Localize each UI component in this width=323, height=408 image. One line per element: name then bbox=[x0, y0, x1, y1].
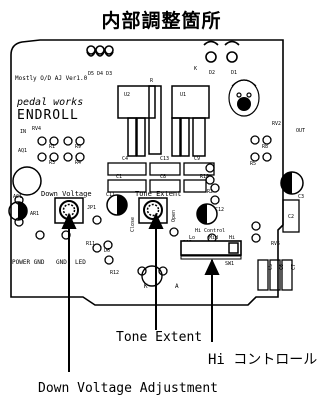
svg-text:U1: U1 bbox=[180, 92, 186, 98]
callout-arrows bbox=[61, 212, 220, 372]
label-in: IN bbox=[20, 129, 26, 135]
label-open: Open bbox=[171, 210, 177, 222]
svg-text:AR1: AR1 bbox=[30, 211, 39, 217]
svg-text:JP1: JP1 bbox=[87, 205, 96, 211]
c12-fill bbox=[197, 204, 207, 224]
label-k: K bbox=[144, 283, 148, 290]
svg-text:R3: R3 bbox=[49, 160, 55, 166]
svg-text:SW1: SW1 bbox=[225, 261, 234, 267]
svg-text:AQ1: AQ1 bbox=[18, 148, 27, 154]
svg-text:RV2: RV2 bbox=[272, 121, 281, 127]
svg-text:AC1: AC1 bbox=[13, 194, 22, 200]
svg-text:C13: C13 bbox=[160, 156, 169, 162]
refdes-d2: D2 bbox=[209, 70, 215, 76]
refdes-d1: D1 bbox=[231, 70, 237, 76]
svg-text:R2: R2 bbox=[207, 189, 213, 195]
ic-packages bbox=[117, 85, 210, 157]
svg-text:D6: D6 bbox=[104, 248, 110, 254]
label-led: LED bbox=[75, 259, 86, 266]
label-tone-extent: Tone Extent bbox=[135, 190, 181, 198]
label-close: Close bbox=[130, 217, 136, 232]
svg-text:R1: R1 bbox=[49, 144, 55, 150]
svg-text:C9: C9 bbox=[194, 156, 200, 162]
refdes-d5: D5 D4 D3 bbox=[88, 71, 112, 77]
svg-text:R10: R10 bbox=[200, 174, 209, 180]
label-out: OUT bbox=[296, 128, 305, 134]
svg-text:Mid: Mid bbox=[209, 235, 218, 241]
model-line: Mostly O/D AJ Ver1.0 bbox=[15, 75, 88, 82]
ac1-fill bbox=[18, 202, 27, 220]
label-a: A bbox=[175, 283, 179, 290]
top-pads bbox=[86, 40, 240, 63]
svg-text:C12: C12 bbox=[215, 207, 224, 213]
label-power-gnd: POWER GND bbox=[12, 259, 45, 266]
svg-text:C5: C5 bbox=[268, 264, 274, 270]
svg-text:C7: C7 bbox=[291, 264, 297, 270]
board-brand-line2: ENDROLL bbox=[17, 108, 79, 123]
svg-text:R9: R9 bbox=[75, 144, 81, 150]
svg-text:C4: C4 bbox=[122, 156, 128, 162]
trim-pot-down-voltage bbox=[54, 197, 84, 224]
hi-control-switch bbox=[180, 240, 242, 260]
svg-text:R11: R11 bbox=[86, 241, 95, 247]
refdes-k: K bbox=[194, 66, 197, 72]
svg-text:U2: U2 bbox=[124, 92, 130, 98]
hi-control-title: Hi Control bbox=[195, 228, 225, 234]
svg-text:R5: R5 bbox=[250, 161, 256, 167]
c11-fill bbox=[117, 195, 127, 215]
board-brand-line1: pedal works bbox=[16, 97, 83, 108]
svg-text:Lo: Lo bbox=[189, 235, 195, 241]
svg-text:C6: C6 bbox=[279, 264, 285, 270]
svg-text:RV4: RV4 bbox=[32, 126, 41, 132]
svg-text:R12: R12 bbox=[110, 270, 119, 276]
c3-fill bbox=[281, 172, 292, 194]
callout-hi-control: Hi コントロール bbox=[208, 352, 318, 368]
pcb-outline bbox=[10, 39, 284, 306]
callout-down-voltage: Down Voltage Adjustment bbox=[38, 381, 219, 396]
svg-text:C8: C8 bbox=[160, 174, 166, 180]
svg-text:C2: C2 bbox=[288, 214, 294, 220]
label-gnd: GND bbox=[56, 259, 67, 266]
transistor-q bbox=[141, 265, 163, 287]
svg-text:R: R bbox=[150, 78, 154, 84]
mascot-mouth bbox=[237, 97, 251, 111]
callout-tone-extent: Tone Extent bbox=[116, 330, 203, 345]
svg-text:C3: C3 bbox=[298, 194, 304, 200]
svg-text:RV5: RV5 bbox=[271, 241, 280, 247]
page-title: 内部調整箇所 bbox=[101, 10, 222, 32]
svg-text:R4: R4 bbox=[75, 160, 81, 166]
dr-mascot bbox=[228, 79, 260, 117]
cap-boxes bbox=[107, 162, 300, 291]
label-down-voltage: Down Voltage bbox=[41, 190, 92, 198]
svg-text:Hi: Hi bbox=[229, 235, 235, 241]
svg-text:C11: C11 bbox=[106, 192, 115, 198]
svg-text:R8: R8 bbox=[262, 144, 268, 150]
svg-text:C1: C1 bbox=[116, 174, 122, 180]
